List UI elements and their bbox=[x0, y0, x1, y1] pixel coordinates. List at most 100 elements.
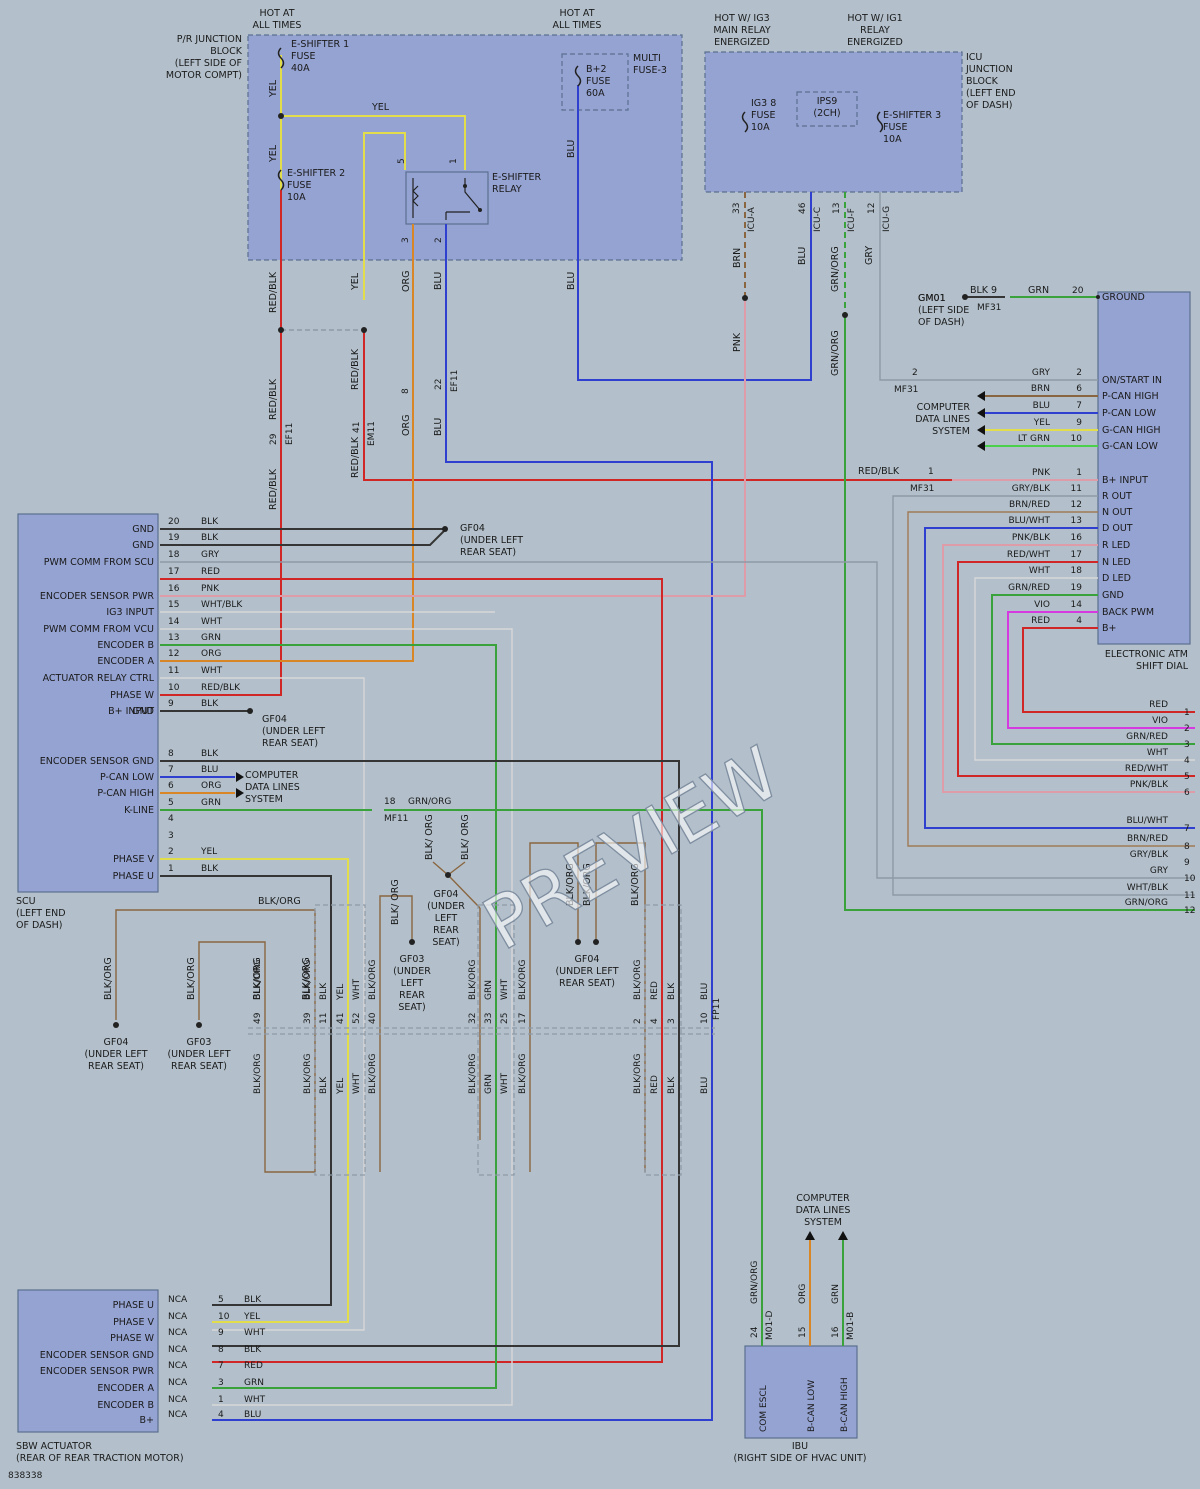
label-sbw-title-1: (REAR OF REAR TRACTION MOTOR) bbox=[16, 1453, 184, 1464]
label-sbw-pins-1-num: 10 bbox=[218, 1312, 230, 1322]
label-dial-title-0: ELECTRONIC ATM bbox=[1105, 649, 1188, 660]
label-scu-pins-0-color: BLK bbox=[201, 517, 219, 527]
wires bbox=[115, 55, 1195, 1421]
label-scu-pins-20-name: PHASE U bbox=[113, 871, 154, 882]
label-pr_block-b2-1: FUSE bbox=[586, 76, 610, 87]
label-right_col-3-num: 4 bbox=[1184, 756, 1190, 766]
dial-pin-name: N OUT bbox=[1102, 507, 1133, 518]
label-icu-esh3-1: FUSE bbox=[883, 122, 907, 133]
label-sbw-pins-6-nca: NCA bbox=[168, 1395, 188, 1405]
label-icu-title-2: BLOCK bbox=[966, 76, 999, 87]
label-sbw-pins-3-name: ENCODER SENSOR GND bbox=[40, 1350, 154, 1361]
label-splices-blkorg_a: BLK/ORG bbox=[103, 957, 114, 1000]
label-ibu-pins-2-conn: M01-B bbox=[846, 1312, 856, 1340]
label-dial-pins-14-color: VIO bbox=[1034, 600, 1050, 610]
label-ibu-pins-1-color: ORG bbox=[798, 1284, 808, 1304]
label-icu-conns-3-name: ICU-G bbox=[882, 206, 892, 232]
label-wire_labels-redblk1: RED/BLK bbox=[268, 271, 279, 313]
label-dial-pins-14-num: 14 bbox=[1071, 600, 1083, 610]
dial-pin-name: D LED bbox=[1102, 573, 1131, 584]
label-pr_block-title-1: BLOCK bbox=[210, 46, 243, 57]
label-scu-pins-7-name: ENCODER B bbox=[97, 640, 154, 651]
label-gf04_b-1: (UNDER LEFT bbox=[262, 726, 325, 737]
connector-shields bbox=[248, 904, 715, 1176]
dial-pin-name: D OUT bbox=[1102, 523, 1133, 534]
dial-pin-name: N LED bbox=[1102, 557, 1131, 568]
label-wire_labels-yel_mid: YEL bbox=[371, 102, 390, 113]
label-gm01-1: (LEFT SIDE bbox=[918, 305, 969, 316]
label-scu-pins-20-num: 1 bbox=[168, 864, 174, 874]
label-dial-pins-4-color: YEL bbox=[1033, 418, 1050, 428]
label-wire_labels-grnorg1: GRN/ORG bbox=[830, 246, 841, 292]
label-sbw-pins-3-num: 8 bbox=[218, 1345, 224, 1355]
label-scu-pins-3-color: RED bbox=[201, 567, 220, 577]
label-conn_row-1-down: BLK/ORG bbox=[303, 1054, 313, 1094]
dial-pin-name: P-CAN HIGH bbox=[1102, 391, 1159, 402]
sbw-actuator-box bbox=[17, 1289, 159, 1433]
label-pr_block-pins-p5: 5 bbox=[397, 158, 407, 164]
label-wire_labels-blu_b2: BLU bbox=[566, 140, 577, 158]
label-conn_row-11-pin: 4 bbox=[650, 1018, 660, 1024]
label-ibu-pins-1-name: B-CAN LOW bbox=[807, 1380, 817, 1432]
label-conn_row-0-up: BLK/ORG bbox=[253, 960, 263, 1000]
label-right_col-10-num: 11 bbox=[1184, 891, 1195, 901]
label-cds3-1: DATA LINES bbox=[796, 1205, 851, 1216]
label-splices-blk_org_v1: BLK/ ORG bbox=[390, 879, 401, 925]
label-sbw-pins-5-nca: NCA bbox=[168, 1378, 188, 1388]
label-conn_row-2-down: BLK bbox=[319, 1076, 329, 1094]
label-conn_row-2-pin: 11 bbox=[319, 1013, 329, 1024]
label-splices-blkorg_top: BLK/ORG bbox=[258, 896, 301, 907]
label-icu-conns-1-pin: 46 bbox=[798, 202, 808, 214]
label-splices-blkorg_e: BLK/ORG bbox=[565, 863, 576, 906]
label-conn_row-13-down: BLU bbox=[700, 1077, 710, 1094]
label-dial-pins-7-color: GRY/BLK bbox=[1012, 484, 1051, 494]
label-dial-pins-1-num: 2 bbox=[1076, 368, 1082, 378]
label-inline-p8: 8 bbox=[401, 388, 411, 394]
label-inline-mf31_9: MF31 bbox=[977, 303, 1001, 313]
label-conn_row-12-pin: 3 bbox=[667, 1018, 677, 1024]
label-right_col-2-num: 3 bbox=[1184, 740, 1190, 750]
label-right_col-10-label: WHT/BLK bbox=[1127, 883, 1169, 893]
label-inline-mf11_18-1: MF11 bbox=[384, 814, 408, 824]
label-cds1-0: COMPUTER bbox=[917, 402, 971, 413]
label-gf03_b-1: (UNDER LEFT bbox=[167, 1049, 230, 1060]
label-wire_labels-brn: BRN bbox=[732, 248, 743, 268]
label-gf03_a-2: LEFT bbox=[401, 978, 424, 989]
label-pr_block-fuse1-2: 40A bbox=[291, 63, 310, 74]
label-right_col-7-num: 8 bbox=[1184, 842, 1190, 852]
label-scu-pins-5-name: IG3 INPUT bbox=[106, 607, 154, 618]
label-dial-pins-10-num: 16 bbox=[1071, 533, 1083, 543]
label-scu-pins-9-color: WHT bbox=[201, 666, 223, 676]
label-gf04_e-2: REAR SEAT) bbox=[88, 1061, 144, 1072]
label-pr_block-relay-1: RELAY bbox=[492, 184, 522, 195]
label-right_col-9-num: 10 bbox=[1184, 874, 1196, 884]
label-wire_labels-gry_icu: GRY bbox=[864, 246, 875, 265]
label-conn_row-10-pin: 2 bbox=[633, 1018, 643, 1024]
label-icu-ig3-0: IG3 8 bbox=[751, 98, 776, 109]
label-sbw-pins-2-color: WHT bbox=[244, 1328, 266, 1338]
label-scu-pins-8-name: ENCODER A bbox=[97, 656, 154, 667]
label-icu-conns-3-pin: 12 bbox=[867, 203, 877, 214]
label-scu-pins-10-name: PHASE W bbox=[110, 690, 154, 701]
label-icu-conns-2-pin: 13 bbox=[832, 203, 842, 214]
label-wire_labels-blu2: BLU bbox=[433, 418, 444, 436]
label-dial-pins-7-num: 11 bbox=[1071, 484, 1082, 494]
label-conn_row-3-up: YEL bbox=[336, 984, 346, 1001]
label-right_col-11-num: 12 bbox=[1184, 906, 1195, 916]
label-ibu-pins-2-name: B-CAN HIGH bbox=[840, 1377, 850, 1432]
label-dial-pins-5-color: LT GRN bbox=[1018, 434, 1050, 444]
label-conn_row-12-down: BLK bbox=[667, 1076, 677, 1094]
label-top-hot1-0: HOT AT bbox=[259, 8, 294, 19]
label-ibu-pins-0-name: COM ESCL bbox=[759, 1385, 769, 1432]
label-scu-title-2: OF DASH) bbox=[16, 920, 63, 931]
label-dial-pins-12-color: WHT bbox=[1029, 566, 1051, 576]
label-inline-fp11: FP11 bbox=[712, 998, 722, 1020]
label-dial-pins-13-color: GRN/RED bbox=[1008, 583, 1050, 593]
label-pr_block-fuse1-0: E-SHIFTER 1 bbox=[291, 39, 349, 50]
label-gf04_d-1: (UNDER LEFT bbox=[555, 966, 618, 977]
label-icu-conns-0-pin: 33 bbox=[732, 203, 742, 214]
label-wire_labels-blk9: BLK 9 bbox=[970, 285, 997, 296]
label-pr_block-b2-0: B+2 bbox=[586, 64, 607, 75]
label-icu-ips9-0: IPS9 bbox=[817, 96, 838, 107]
label-gf03_a-4: SEAT) bbox=[398, 1002, 425, 1013]
